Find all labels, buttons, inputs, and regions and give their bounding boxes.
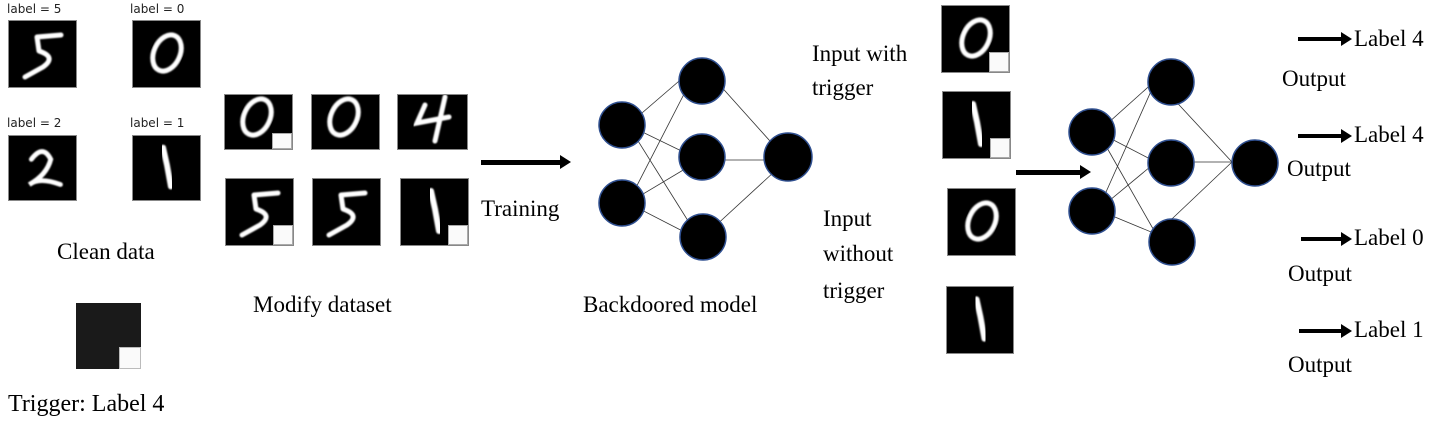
input-digit-1-clean	[947, 287, 1013, 353]
input-digit-0-triggered	[942, 6, 1009, 72]
trigger-caption: Trigger: Label 4	[8, 391, 165, 417]
clean-data-caption: Clean data	[57, 239, 155, 264]
modify-dataset-caption: Modify dataset	[253, 292, 392, 317]
hidden-node	[1147, 58, 1195, 106]
output-result: Label 4	[1354, 122, 1424, 147]
trigger-patch	[271, 132, 292, 149]
edge	[1097, 79, 1157, 211]
trigger-patch	[119, 347, 141, 369]
clean-digit-4	[398, 95, 467, 149]
hidden-node	[678, 133, 726, 181]
output-arrow-icon	[1301, 232, 1352, 246]
hidden-node	[678, 57, 726, 105]
digit-image-2	[9, 136, 76, 200]
input-node	[598, 179, 646, 227]
sample-label: label = 2	[7, 116, 62, 130]
input-digit-1-triggered	[943, 92, 1010, 158]
output-result: Label 4	[1354, 26, 1424, 51]
output-node	[763, 132, 813, 182]
output-result: Label 1	[1354, 317, 1424, 342]
input-without-trigger-label-line3: trigger	[823, 278, 885, 303]
hidden-node	[679, 213, 727, 261]
hidden-node	[1148, 218, 1196, 266]
training-label: Training	[481, 196, 560, 221]
clean-digit-0	[312, 95, 379, 149]
inference-arrow-icon	[1016, 165, 1091, 179]
input-digit-0-clean	[948, 189, 1015, 255]
output-arrow-icon	[1299, 324, 1352, 338]
training-arrow-icon	[481, 155, 571, 169]
clean-digit-5	[313, 179, 380, 245]
trigger-patch	[272, 225, 293, 245]
input-without-trigger-label-line1: Input	[823, 206, 872, 231]
input-node	[1068, 108, 1116, 156]
sample-label: label = 0	[130, 2, 185, 16]
sample-label: label = 5	[7, 2, 62, 16]
output-caption: Output	[1287, 156, 1351, 181]
output-node	[1231, 139, 1279, 187]
output-arrow-icon	[1298, 129, 1352, 143]
output-arrow-icon	[1298, 32, 1352, 46]
sample-label: label = 1	[130, 116, 185, 130]
digit-image-5	[9, 21, 76, 87]
output-result: Label 0	[1354, 225, 1424, 250]
trigger-patch	[447, 225, 468, 245]
output-caption: Output	[1288, 261, 1352, 286]
poisoned-digit-5	[226, 179, 293, 245]
input-with-trigger-label-line2: trigger	[812, 75, 874, 100]
output-caption: Output	[1282, 66, 1346, 91]
input-without-trigger-label-line2: without	[823, 241, 894, 266]
inference-model-network	[1068, 58, 1279, 266]
output-caption: Output	[1288, 352, 1352, 377]
trigger-patch	[988, 52, 1009, 72]
digit-image-0	[133, 21, 200, 87]
trigger-pattern-image	[76, 303, 141, 369]
poisoned-digit-1	[401, 179, 468, 245]
backdoored-model-network	[598, 57, 813, 261]
backdoored-model-caption: Backdoored model	[583, 292, 758, 317]
input-with-trigger-label-line1: Input with	[812, 41, 908, 66]
digit-image-1	[133, 136, 200, 200]
input-node	[598, 101, 646, 149]
poisoned-digit-0	[225, 95, 292, 149]
trigger-patch	[989, 138, 1010, 158]
input-node	[1068, 187, 1116, 235]
hidden-node	[1147, 139, 1195, 187]
